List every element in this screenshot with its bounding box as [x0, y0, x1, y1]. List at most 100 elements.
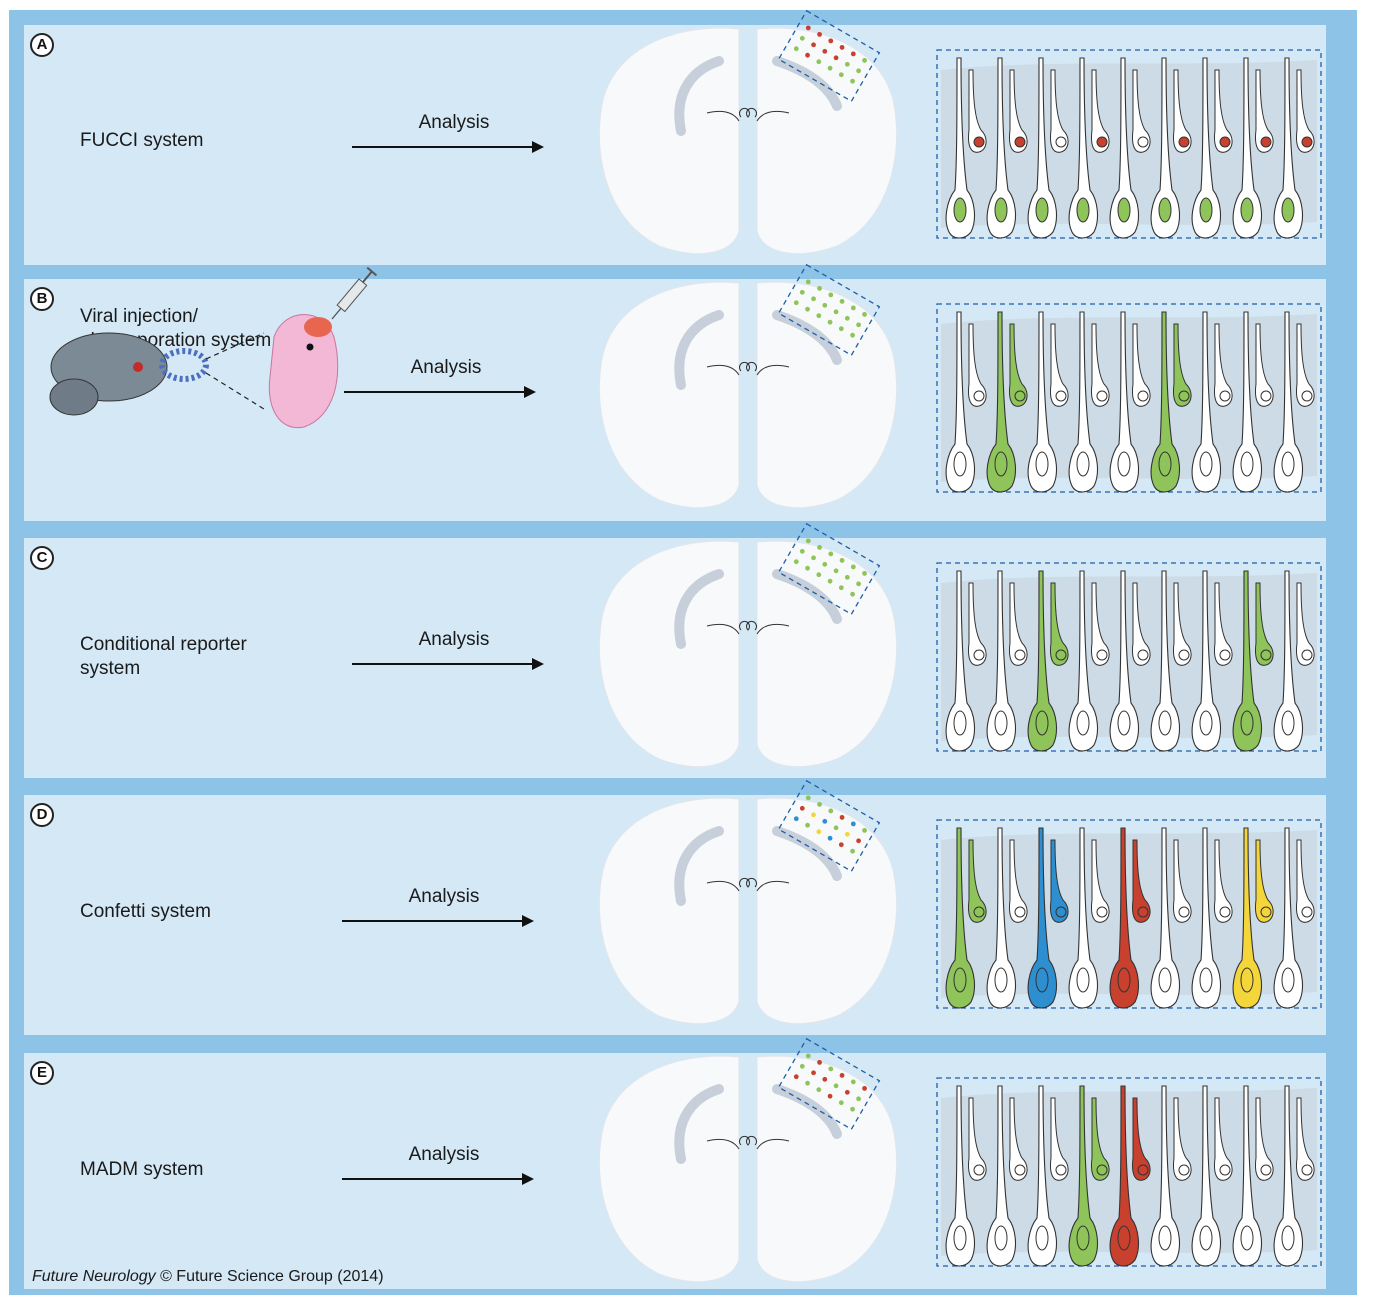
embryo-eye — [307, 344, 314, 351]
analysis-arrow — [342, 1178, 532, 1180]
cell-nucleus — [954, 452, 966, 476]
daughter-nucleus — [1015, 391, 1025, 401]
cell-nucleus — [1159, 452, 1171, 476]
daughter-nucleus — [1138, 1165, 1148, 1175]
panel-b: BViral injection/ electroporation system… — [24, 279, 1326, 521]
daughter-nucleus — [1179, 650, 1189, 660]
daughter-nucleus — [1261, 907, 1271, 917]
cell-nucleus — [1118, 1226, 1130, 1250]
daughter-nucleus — [1302, 391, 1312, 401]
daughter-nucleus — [1220, 391, 1230, 401]
daughter-nucleus — [1261, 1165, 1271, 1175]
daughter-nucleus — [974, 907, 984, 917]
copyright-credit: Future Neurology © Future Science Group … — [32, 1268, 384, 1286]
cell-nucleus — [1200, 198, 1212, 222]
cell-nucleus — [1282, 1226, 1294, 1250]
daughter-nucleus — [1015, 1165, 1025, 1175]
cell-nucleus — [954, 198, 966, 222]
method-label: MADM system — [80, 1158, 204, 1182]
analysis-label: Analysis — [344, 886, 544, 908]
daughter-nucleus — [1056, 137, 1066, 147]
cell-nucleus — [1036, 968, 1048, 992]
analysis-label: Analysis — [354, 112, 554, 134]
daughter-nucleus — [1302, 1165, 1312, 1175]
cell-nucleus — [1159, 198, 1171, 222]
cell-nucleus — [1200, 452, 1212, 476]
cell-nucleus — [995, 452, 1007, 476]
panel-d: D Confetti system Analysis — [24, 795, 1326, 1035]
analysis-label: Analysis — [346, 357, 546, 379]
panel-letter: C — [30, 546, 54, 570]
cell-nucleus — [1159, 711, 1171, 735]
copyright-text: © Future Science Group (2014) — [156, 1268, 384, 1285]
brain-section — [589, 1049, 909, 1294]
daughter-nucleus — [974, 137, 984, 147]
daughter-nucleus — [1138, 137, 1148, 147]
panel-letter: D — [30, 803, 54, 827]
daughter-nucleus — [1220, 1165, 1230, 1175]
uterine-horn — [162, 351, 206, 379]
daughter-nucleus — [1261, 650, 1271, 660]
daughter-nucleus — [1097, 137, 1107, 147]
daughter-nucleus — [1261, 391, 1271, 401]
daughter-nucleus — [1179, 907, 1189, 917]
cell-nucleus — [1036, 198, 1048, 222]
cell-nucleus — [995, 1226, 1007, 1250]
cell-nucleus — [1077, 1226, 1089, 1250]
daughter-nucleus — [1138, 650, 1148, 660]
brain-section — [589, 275, 909, 520]
cell-nucleus — [1036, 1226, 1048, 1250]
daughter-nucleus — [1302, 137, 1312, 147]
cell-nucleus — [1159, 968, 1171, 992]
magnified-cells — [937, 563, 1321, 755]
cell-nucleus — [954, 711, 966, 735]
daughter-nucleus — [1056, 1165, 1066, 1175]
method-label: FUCCI system — [80, 129, 204, 153]
cell-nucleus — [1036, 452, 1048, 476]
injection-site — [304, 317, 332, 337]
magnified-cells — [937, 820, 1321, 1012]
midline-curl — [740, 362, 757, 371]
daughter-nucleus — [1015, 907, 1025, 917]
cell-nucleus — [995, 968, 1007, 992]
cell-nucleus — [1159, 1226, 1171, 1250]
cell-nucleus — [1036, 711, 1048, 735]
midline-curl — [740, 878, 757, 887]
analysis-label: Analysis — [354, 629, 554, 651]
method-label: Confetti system — [80, 900, 211, 924]
cell-nucleus — [1200, 1226, 1212, 1250]
panel-c: CConditional reporter systemAnalysis — [24, 538, 1326, 778]
midline-curl — [740, 1136, 757, 1145]
magnified-cells — [937, 304, 1321, 496]
panel-letter: A — [30, 33, 54, 57]
cell-nucleus — [1282, 198, 1294, 222]
magnified-cells — [937, 50, 1321, 242]
cell-nucleus — [1241, 452, 1253, 476]
daughter-nucleus — [1138, 907, 1148, 917]
daughter-nucleus — [974, 1165, 984, 1175]
cell-nucleus — [1118, 452, 1130, 476]
daughter-nucleus — [1220, 650, 1230, 660]
cell-nucleus — [1077, 198, 1089, 222]
cell-nucleus — [1241, 711, 1253, 735]
cell-nucleus — [1241, 968, 1253, 992]
zoom-line-top — [206, 333, 264, 359]
analysis-arrow — [352, 146, 542, 148]
analysis-arrow — [342, 920, 532, 922]
cell-nucleus — [954, 1226, 966, 1250]
daughter-nucleus — [1220, 907, 1230, 917]
cell-nucleus — [1118, 198, 1130, 222]
cell-nucleus — [1118, 968, 1130, 992]
cell-nucleus — [1282, 452, 1294, 476]
midline-curl — [740, 108, 757, 117]
cell-nucleus — [1118, 711, 1130, 735]
daughter-nucleus — [1056, 391, 1066, 401]
mouse-head — [50, 379, 98, 415]
daughter-nucleus — [974, 650, 984, 660]
panel-e: EMADM systemAnalysis — [24, 1053, 1326, 1289]
cell-nucleus — [1077, 711, 1089, 735]
pregnant-mouse-illustration — [34, 297, 374, 497]
brain-section — [589, 791, 909, 1036]
daughter-nucleus — [1015, 137, 1025, 147]
cell-nucleus — [1200, 711, 1212, 735]
